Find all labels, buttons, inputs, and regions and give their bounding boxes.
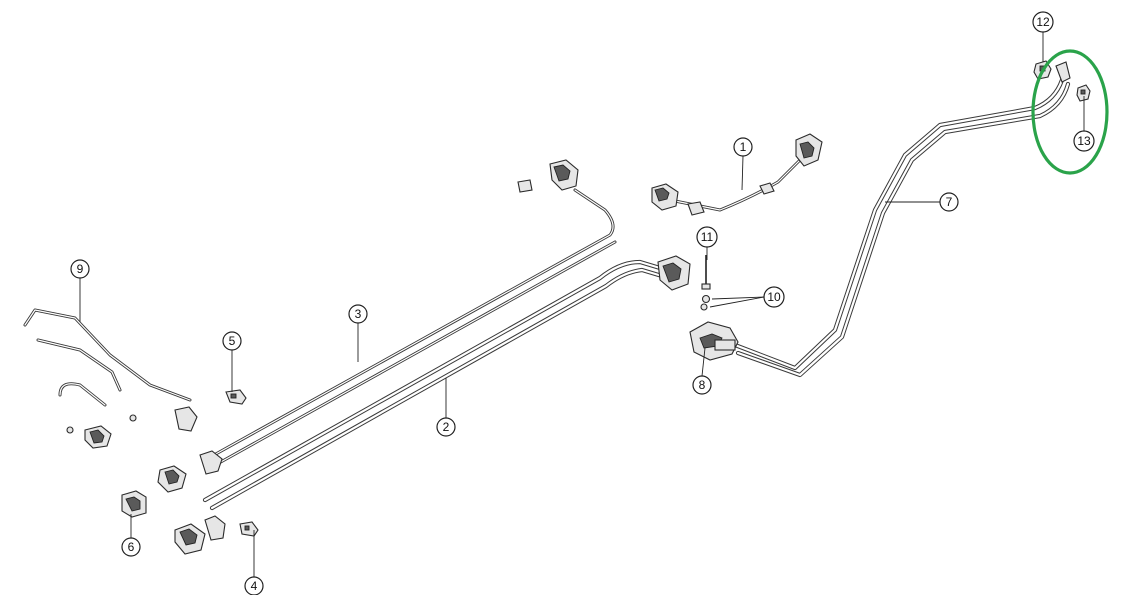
part-7-tube — [732, 61, 1071, 378]
callout-6: 6 — [121, 537, 141, 557]
callout-13: 13 — [1073, 130, 1095, 152]
callout-12: 12 — [1032, 11, 1054, 33]
callout-1-label: 1 — [740, 140, 747, 154]
part-1-harness — [651, 133, 823, 216]
callout-3: 3 — [348, 304, 368, 324]
part-13-clip — [1076, 84, 1091, 102]
callout-13-label: 13 — [1077, 134, 1091, 148]
part-5-clip — [225, 389, 247, 405]
part-6-block — [121, 490, 147, 518]
callout-5: 5 — [222, 331, 242, 351]
callout-11: 11 — [696, 226, 718, 248]
part-4-clip — [239, 521, 259, 537]
callout-6-label: 6 — [128, 540, 135, 554]
lower-left-connectors — [157, 450, 226, 555]
part-10-11-fasteners — [700, 255, 711, 311]
callout-7: 7 — [939, 192, 959, 212]
callout-8: 8 — [692, 375, 712, 395]
leader-lines — [79, 31, 1085, 577]
callout-2: 2 — [436, 417, 456, 437]
part-3-harness — [203, 159, 617, 470]
callout-2-label: 2 — [443, 420, 450, 434]
part-2-tube — [202, 255, 691, 511]
callout-4: 4 — [244, 576, 264, 595]
callout-1: 1 — [733, 137, 753, 157]
callout-10: 10 — [763, 286, 785, 308]
callout-3-label: 3 — [355, 307, 362, 321]
callout-5-label: 5 — [229, 334, 236, 348]
part-9-harness — [23, 308, 198, 449]
part-8-block — [689, 321, 739, 361]
callout-11-label: 11 — [701, 230, 714, 244]
callout-12-label: 12 — [1036, 15, 1050, 29]
callout-9: 9 — [70, 259, 90, 279]
callout-8-label: 8 — [699, 378, 706, 392]
highlight-ellipse — [1031, 49, 1109, 175]
callout-4-label: 4 — [251, 579, 258, 593]
callout-10-label: 10 — [767, 290, 781, 304]
callout-9-label: 9 — [77, 262, 84, 276]
callout-7-label: 7 — [946, 195, 953, 209]
